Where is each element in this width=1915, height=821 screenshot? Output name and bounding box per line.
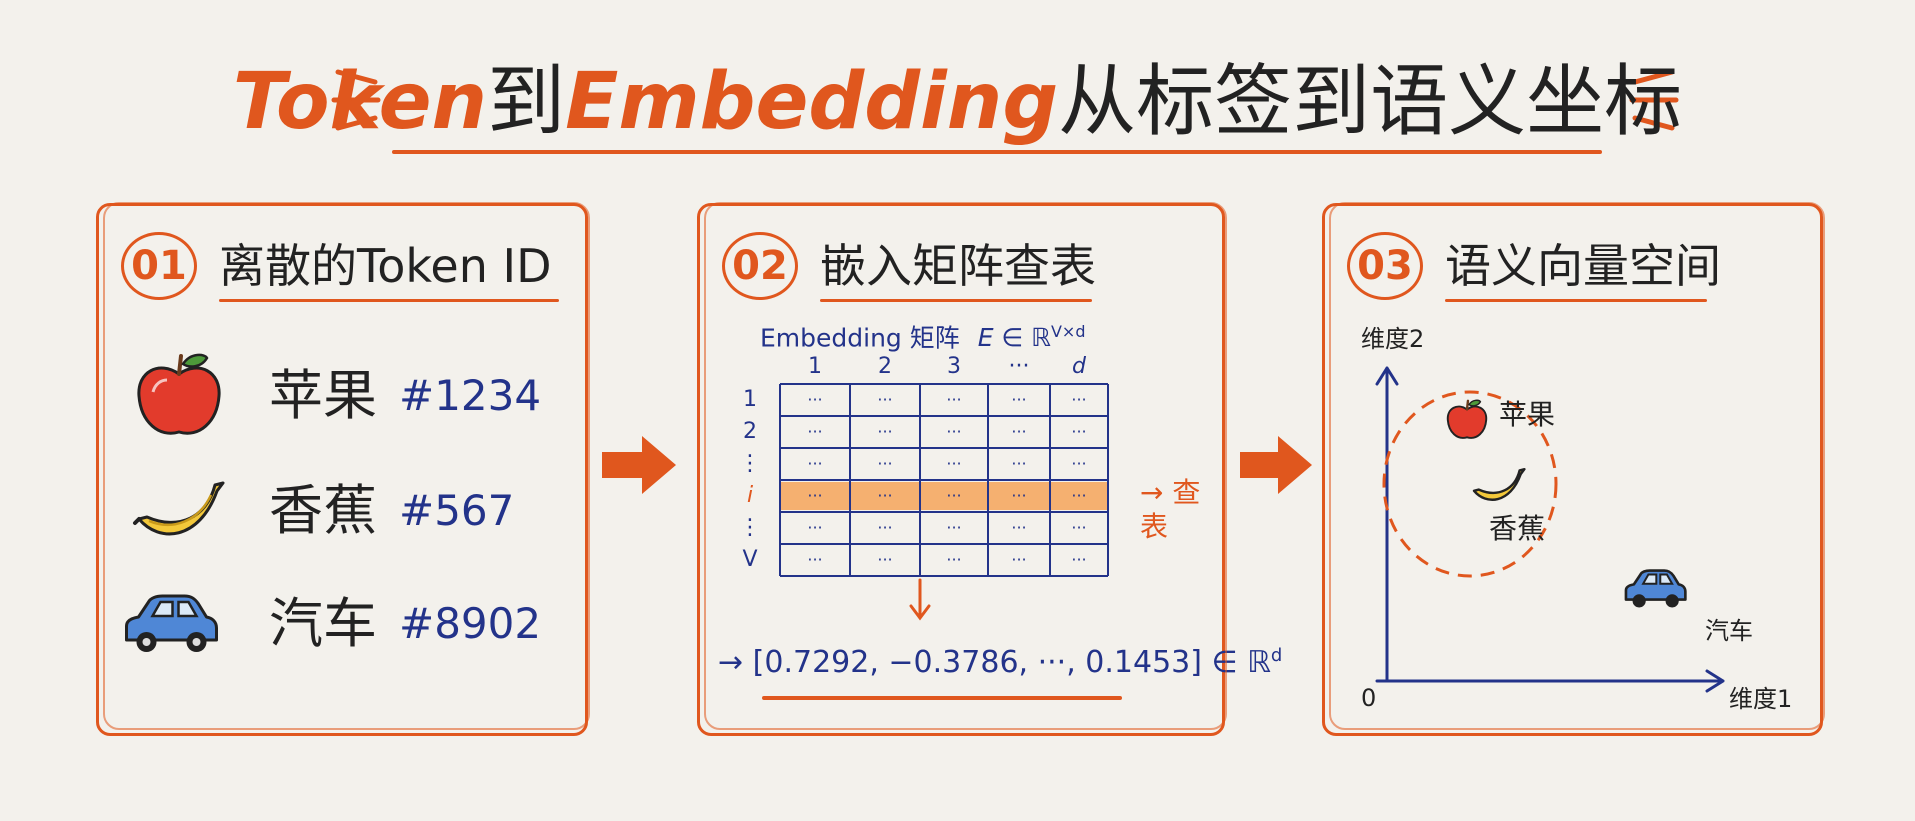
point-label-car: 汽车 bbox=[1705, 617, 1753, 645]
apple-icon bbox=[1446, 399, 1488, 439]
origin-label: 0 bbox=[1361, 684, 1377, 712]
matrix-cell: ··· bbox=[1071, 486, 1086, 505]
apple-icon bbox=[137, 353, 221, 435]
matrix-cell: ··· bbox=[946, 422, 961, 441]
matrix-cell: ··· bbox=[1071, 518, 1086, 537]
matrix-row-header: ⋮ bbox=[739, 451, 761, 476]
semantic-space-axes bbox=[1375, 366, 1725, 693]
panel-2-heading-underline bbox=[820, 299, 1092, 302]
matrix-row-header: V bbox=[742, 547, 758, 572]
matrix-cell: ··· bbox=[877, 390, 892, 409]
page-title: Token到Embedding从标签到语义坐标 bbox=[0, 52, 1915, 152]
token-name-banana: 香蕉 bbox=[269, 479, 377, 542]
matrix-row-header: 1 bbox=[743, 387, 757, 412]
point-label-apple: 苹果 bbox=[1499, 398, 1556, 431]
matrix-cell: ··· bbox=[807, 486, 822, 505]
matrix-caption-math: E ∈ ℝ bbox=[977, 323, 1051, 353]
matrix-cell: ··· bbox=[1071, 550, 1086, 569]
flow-arrow-2-icon bbox=[1240, 436, 1312, 494]
matrix-cell: ··· bbox=[1071, 422, 1086, 441]
matrix-cell: ··· bbox=[807, 454, 822, 473]
matrix-caption-prefix: Embedding 矩阵 bbox=[760, 323, 960, 353]
matrix-column-header: 2 bbox=[878, 354, 892, 379]
matrix-cell: ··· bbox=[1011, 390, 1026, 409]
title-accent-right-icon bbox=[1629, 69, 1679, 131]
step-badge-02: 02 bbox=[722, 232, 798, 300]
title-subtitle: 从标签到语义坐标 bbox=[1058, 57, 1683, 147]
matrix-caption-sup: V×d bbox=[1050, 322, 1086, 341]
matrix-cell: ··· bbox=[1011, 550, 1026, 569]
matrix-cell: ··· bbox=[877, 518, 892, 537]
panel-3-heading: 语义向量空间 bbox=[1445, 239, 1721, 293]
matrix-cell: ··· bbox=[1011, 454, 1026, 473]
matrix-cell: ··· bbox=[946, 454, 961, 473]
car-icon bbox=[1624, 569, 1687, 608]
matrix-cell: ··· bbox=[877, 422, 892, 441]
output-vector-sup: d bbox=[1270, 645, 1283, 666]
token-id-car: #8902 bbox=[399, 599, 542, 648]
matrix-cell: ··· bbox=[1011, 422, 1026, 441]
matrix-cell: ··· bbox=[946, 518, 961, 537]
matrix-cell: ··· bbox=[1011, 486, 1026, 505]
matrix-cell: ··· bbox=[877, 486, 892, 505]
panel-token-ids: 01 离散的Token ID 苹果 #1234 香蕉 #567 汽车 #890 bbox=[96, 202, 590, 736]
matrix-cell: ··· bbox=[1071, 390, 1086, 409]
matrix-cell: ··· bbox=[1011, 518, 1026, 537]
matrix-cell: ··· bbox=[946, 390, 961, 409]
matrix-row-header: ⋮ bbox=[739, 515, 761, 540]
panel-2-heading: 嵌入矩阵查表 bbox=[820, 239, 1096, 293]
matrix-row-header: 2 bbox=[743, 419, 757, 444]
banana-icon bbox=[1472, 468, 1526, 501]
title-token: Token bbox=[232, 57, 488, 147]
matrix-column-header: d bbox=[1072, 354, 1086, 379]
embedding-matrix-grid: ··· ··· ··· ··· ··· ··· ··· ··· ··· ··· ··· ··· ··· ·… bbox=[779, 383, 1109, 577]
matrix-cell: ··· bbox=[807, 390, 822, 409]
token-row-car: 汽车 #8902 bbox=[99, 574, 585, 674]
token-row-apple: 苹果 #1234 bbox=[99, 346, 585, 446]
highlighted-row bbox=[780, 482, 1108, 510]
token-id-banana: #567 bbox=[399, 486, 515, 535]
token-name-car: 汽车 bbox=[269, 592, 377, 655]
panel-semantic-space: 03 语义向量空间 维度2 维度1 0 苹果 香蕉 汽车 bbox=[1322, 202, 1825, 736]
banana-icon bbox=[133, 481, 225, 536]
matrix-cell: ··· bbox=[807, 550, 822, 569]
matrix-cell: ··· bbox=[877, 454, 892, 473]
matrix-cell: ··· bbox=[877, 550, 892, 569]
matrix-cell: ··· bbox=[946, 486, 961, 505]
panel-1-heading-underline bbox=[219, 299, 559, 302]
title: Token到Embedding从标签到语义坐标 bbox=[0, 40, 1915, 170]
output-vector: → [0.7292, −0.3786, ···, 0.1453] ∈ ℝd bbox=[718, 632, 1282, 687]
token-row-banana: 香蕉 #567 bbox=[99, 461, 585, 561]
matrix-column-header: 3 bbox=[947, 354, 961, 379]
token-id-apple: #1234 bbox=[399, 371, 542, 420]
panel-3-heading-underline bbox=[1445, 299, 1707, 302]
matrix-cell: ··· bbox=[807, 518, 822, 537]
matrix-cell: ··· bbox=[807, 422, 822, 441]
output-vector-text: → [0.7292, −0.3786, ···, 0.1453] ∈ ℝ bbox=[718, 645, 1271, 680]
lookup-label: → 查表 bbox=[1140, 476, 1201, 543]
step-badge-03: 03 bbox=[1347, 232, 1423, 300]
matrix-cell: ··· bbox=[1071, 454, 1086, 473]
matrix-column-header: ··· bbox=[1008, 354, 1030, 379]
panel-1-heading: 离散的Token ID bbox=[219, 239, 552, 293]
step-badge-01: 01 bbox=[121, 232, 197, 300]
title-underline bbox=[392, 150, 1602, 154]
title-to: 到 bbox=[487, 57, 566, 147]
title-embedding: Embedding bbox=[565, 57, 1059, 147]
matrix-caption: Embedding 矩阵 E ∈ ℝV×d bbox=[760, 314, 1086, 356]
matrix-row-header: i bbox=[746, 483, 754, 508]
car-icon bbox=[125, 594, 218, 652]
matrix-column-header: 1 bbox=[808, 354, 822, 379]
title-accent-left-icon bbox=[331, 69, 381, 131]
flow-arrow-1-icon bbox=[602, 436, 676, 494]
token-name-apple: 苹果 bbox=[269, 364, 377, 427]
y-axis-label: 维度2 bbox=[1361, 325, 1425, 353]
x-axis-label: 维度1 bbox=[1729, 685, 1793, 713]
down-arrow-icon bbox=[909, 578, 931, 621]
matrix-cell: ··· bbox=[946, 550, 961, 569]
output-vector-underline bbox=[762, 696, 1122, 700]
point-label-banana: 香蕉 bbox=[1489, 512, 1546, 545]
